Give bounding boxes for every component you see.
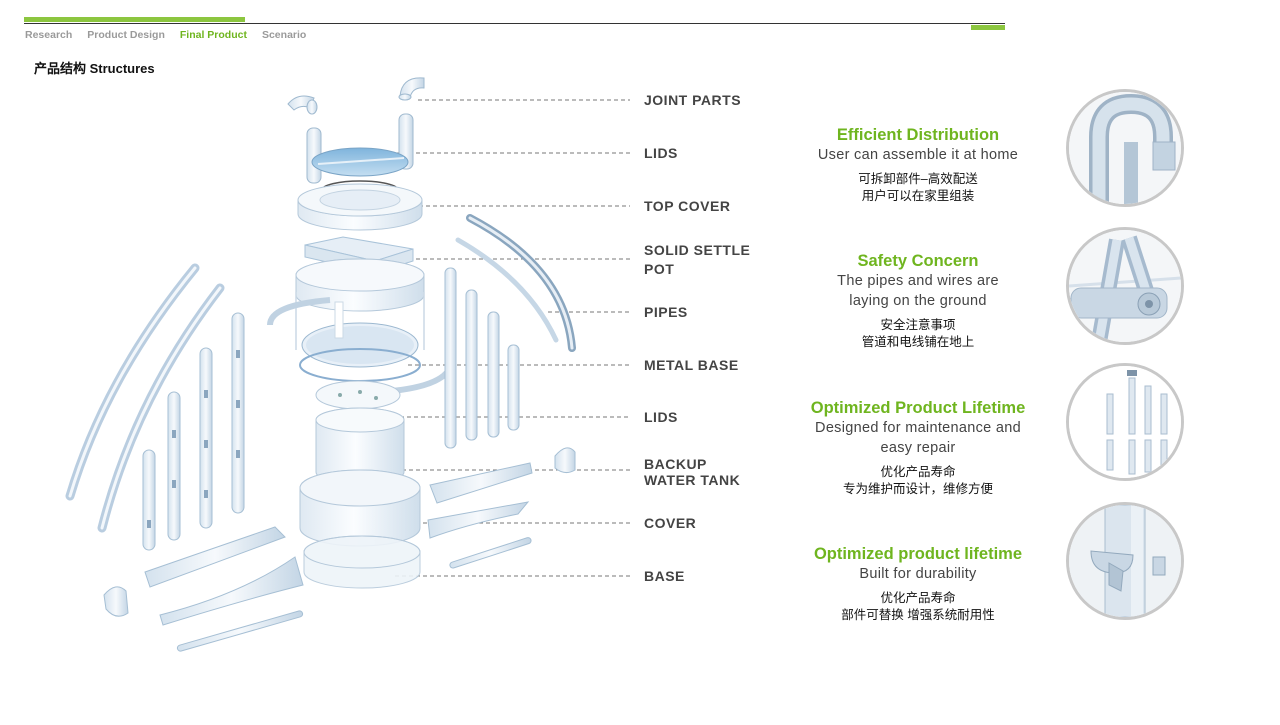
label-joint-parts: JOINT PARTS <box>644 92 742 108</box>
label-backup-water-tank-line1: BACKUP <box>644 456 707 472</box>
label-lower-lids: LIDS <box>644 409 678 425</box>
feature-subtitle-line2: easy repair <box>880 440 956 456</box>
pipe-segments-icon <box>1066 363 1184 481</box>
feature-cn-line1: 安全注意事项 <box>880 318 956 332</box>
feature-subtitle-line1: The pipes and wires are <box>837 273 999 289</box>
nav-tab-final-product[interactable]: Final Product <box>179 29 247 41</box>
feature-title: Efficient Distribution <box>836 126 1000 144</box>
label-solid-settle-pot: SOLID SETTLE POT <box>644 242 750 277</box>
backup-water-tank-illustration <box>315 407 405 485</box>
feature-title: Optimized product lifetime <box>813 545 1023 563</box>
feature-subtitle: Built for durability <box>859 566 977 582</box>
feature-subtitle-line1: Designed for maintenance and <box>815 420 1021 436</box>
header-divider <box>24 23 1005 24</box>
feature-subtitle: User can assemble it at home <box>817 147 1019 163</box>
feature-optimized-product-lifetime: Optimized Product Lifetime Designed for … <box>788 399 1048 498</box>
nav-tab-scenario[interactable]: Scenario <box>261 29 307 41</box>
feature-cn-text: 优化产品寿命 部件可替换 增强系统耐用性 <box>788 590 1048 624</box>
lids-illustration <box>311 147 409 177</box>
header-accent-bar-right <box>971 25 1005 30</box>
feature-cn-line2: 部件可替换 增强系统耐用性 <box>841 608 995 622</box>
label-backup-water-tank: BACKUP WATER TANK <box>644 456 740 488</box>
feature-cn-line1: 优化产品寿命 <box>880 591 956 605</box>
feature-subtitle-line2: laying on the ground <box>849 293 987 309</box>
joint-parts-illustration <box>287 77 425 115</box>
feature-cn-line1: 可拆卸部件–高效配送 <box>858 172 978 186</box>
label-base: BASE <box>644 568 685 584</box>
feature-cn-line1: 优化产品寿命 <box>880 465 956 479</box>
label-lids: LIDS <box>644 145 678 161</box>
feature-cn-text: 安全注意事项 管道和电线铺在地上 <box>788 317 1048 351</box>
label-metal-base: METAL BASE <box>644 357 739 373</box>
pipe-joint-icon <box>1066 89 1184 207</box>
label-solid-settle-pot-line1: SOLID SETTLE <box>644 242 751 258</box>
top-cover-illustration <box>297 180 423 231</box>
metal-base-illustration <box>267 292 453 395</box>
feature-cn-line2: 管道和电线铺在地上 <box>861 335 975 349</box>
feature-cn-text: 可拆卸部件–高效配送 用户可以在家里组装 <box>788 171 1048 205</box>
label-solid-settle-pot-line2: POT <box>644 261 675 277</box>
label-backup-water-tank-line2: WATER TANK <box>644 472 741 488</box>
section-nav: Research Product Design Final Product Sc… <box>25 29 321 41</box>
feature-title: Safety Concern <box>857 252 979 270</box>
feature-durability: Optimized product lifetime Built for dur… <box>788 545 1048 624</box>
cover-illustration <box>299 469 421 547</box>
feature-title: Optimized Product Lifetime <box>810 399 1026 417</box>
pipe-elbow-icon <box>1066 227 1184 345</box>
feature-efficient-distribution: Efficient Distribution User can assemble… <box>788 126 1048 205</box>
feature-safety-concern: Safety Concern The pipes and wires are l… <box>788 252 1048 351</box>
feature-cn-line2: 用户可以在家里组装 <box>861 189 975 203</box>
pipe-cup-icon <box>1066 502 1184 620</box>
nav-tab-research[interactable]: Research <box>25 29 73 41</box>
nav-tab-product-design[interactable]: Product Design <box>87 29 165 41</box>
label-cover: COVER <box>644 515 697 531</box>
lower-lids-illustration <box>315 380 401 410</box>
feature-cn-text: 优化产品寿命 专为维护而设计，维修方便 <box>788 464 1048 498</box>
page-title: 产品结构 Structures <box>34 61 155 76</box>
label-top-cover: TOP COVER <box>644 198 731 214</box>
base-illustration <box>303 535 421 589</box>
header-accent-bar <box>24 17 245 22</box>
feature-cn-line2: 专为维护而设计，维修方便 <box>842 482 993 496</box>
label-pipes: PIPES <box>644 304 688 320</box>
